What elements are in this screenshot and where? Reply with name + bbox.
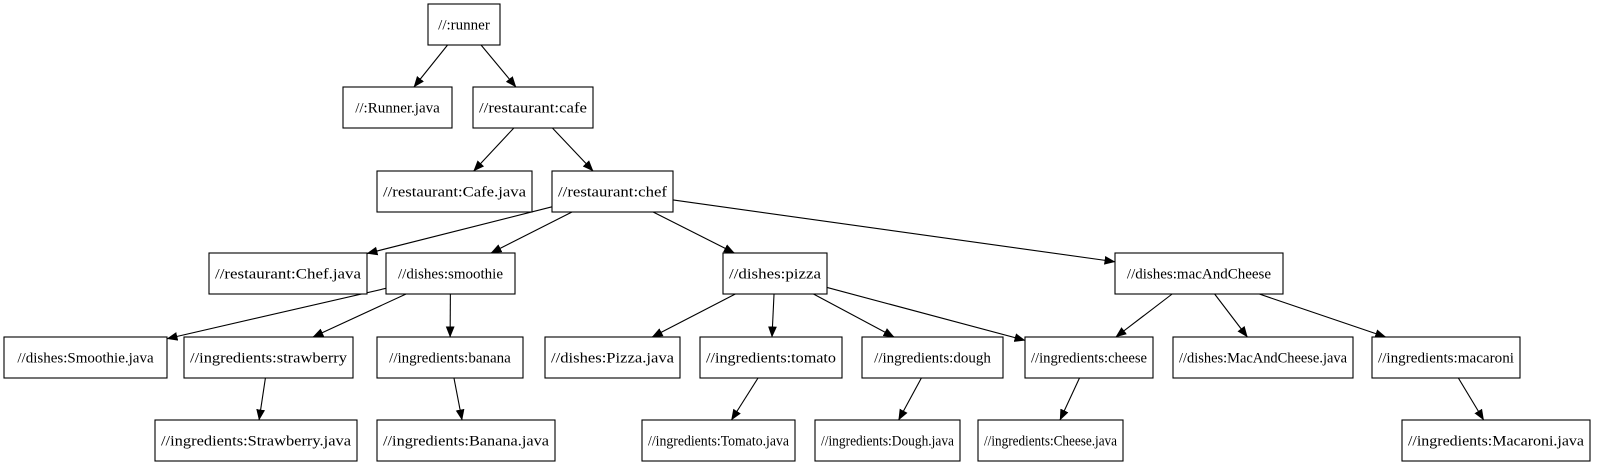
edge-smoothie-to-smoothie-java	[166, 287, 387, 341]
edge-runner-to-cafe	[480, 44, 517, 88]
node-pizza-java: //dishes:Pizza.java	[544, 336, 681, 379]
node-box-banana	[376, 336, 524, 379]
node-mac-and-cheese-java: //dishes:MacAndCheese.java	[1172, 336, 1354, 379]
node-label-strawberry-java: //ingredients:Strawberry.java	[161, 434, 351, 450]
node-box-macaroni	[1371, 336, 1521, 379]
node-chef-java: //restaurant:Chef.java	[208, 252, 368, 295]
node-dough-java: //ingredients:Dough.java	[814, 419, 961, 462]
edge-cheese-to-cheese-java	[1059, 377, 1080, 421]
node-box-cafe-java	[376, 170, 533, 213]
node-smoothie-java: //dishes:Smoothie.java	[3, 336, 168, 379]
node-label-cafe: //restaurant:cafe	[479, 101, 587, 117]
node-box-runner	[427, 3, 501, 46]
node-cafe: //restaurant:cafe	[472, 86, 594, 129]
node-label-tomato-java: //ingredients:Tomato.java	[648, 434, 789, 450]
edge-pizza-to-pizza-java	[651, 293, 736, 338]
node-box-macaroni-java	[1401, 419, 1591, 462]
node-cafe-java: //restaurant:Cafe.java	[376, 170, 533, 213]
node-label-mac-and-cheese-java: //dishes:MacAndCheese.java	[1179, 351, 1347, 367]
edge-chef-to-mac-and-cheese	[672, 199, 1116, 265]
node-pizza: //dishes:pizza	[722, 252, 828, 295]
node-box-runner-java	[342, 86, 453, 129]
edge-banana-to-banana-java	[453, 377, 465, 421]
edge-chef-to-smoothie	[490, 211, 573, 254]
node-box-dough	[861, 336, 1004, 379]
node-macaroni-java: //ingredients:Macaroni.java	[1401, 419, 1591, 462]
edge-chef-to-pizza	[652, 211, 735, 254]
edge-smoothie-to-strawberry	[312, 293, 407, 338]
node-label-macaroni-java: //ingredients:Macaroni.java	[1408, 434, 1584, 450]
node-label-runner: //:runner	[438, 18, 490, 34]
node-box-smoothie-java	[3, 336, 168, 379]
node-label-cafe-java: //restaurant:Cafe.java	[383, 185, 526, 201]
node-label-banana-java: //ingredients:Banana.java	[383, 434, 549, 450]
node-label-dough: //ingredients:dough	[874, 351, 991, 367]
node-banana: //ingredients:banana	[376, 336, 524, 379]
edge-chef-to-chef-java	[366, 206, 553, 256]
node-label-chef-java: //restaurant:Chef.java	[215, 267, 361, 283]
node-dough: //ingredients:dough	[861, 336, 1004, 379]
node-cheese-java: //ingredients:Cheese.java	[977, 419, 1124, 462]
node-chef: //restaurant:chef	[551, 170, 674, 213]
node-label-macaroni: //ingredients:macaroni	[1378, 351, 1514, 367]
node-runner-java: //:Runner.java	[342, 86, 453, 129]
graph-edges	[166, 44, 1485, 421]
node-box-strawberry-java	[154, 419, 358, 462]
node-label-runner-java: //:Runner.java	[355, 101, 440, 117]
node-box-pizza	[722, 252, 828, 295]
node-label-smoothie: //dishes:smoothie	[398, 267, 503, 283]
node-banana-java: //ingredients:Banana.java	[376, 419, 556, 462]
node-label-pizza-java: //dishes:Pizza.java	[551, 351, 674, 367]
node-runner: //:runner	[427, 3, 501, 46]
edge-pizza-to-dough	[813, 293, 895, 338]
node-box-cafe	[472, 86, 594, 129]
edge-strawberry-to-strawberry-java	[256, 377, 266, 421]
node-tomato: //ingredients:tomato	[699, 336, 843, 379]
node-smoothie: //dishes:smoothie	[385, 252, 516, 295]
edge-mac-and-cheese-to-mac-and-cheese-java	[1214, 293, 1248, 338]
edge-pizza-to-tomato	[768, 293, 777, 338]
edge-dough-to-dough-java	[898, 377, 922, 421]
node-macaroni: //ingredients:macaroni	[1371, 336, 1521, 379]
node-strawberry: //ingredients:strawberry	[183, 336, 354, 379]
node-box-dough-java	[814, 419, 961, 462]
node-box-strawberry	[183, 336, 354, 379]
node-label-tomato: //ingredients:tomato	[706, 351, 836, 367]
node-box-pizza-java	[544, 336, 681, 379]
node-box-tomato-java	[641, 419, 796, 462]
node-box-banana-java	[376, 419, 556, 462]
edge-macaroni-to-macaroni-java	[1457, 377, 1485, 421]
edge-mac-and-cheese-to-macaroni	[1259, 293, 1387, 338]
node-box-tomato	[699, 336, 843, 379]
node-box-chef-java	[208, 252, 368, 295]
node-box-mac-and-cheese	[1114, 252, 1284, 295]
edge-tomato-to-tomato-java	[731, 377, 759, 421]
node-box-cheese	[1024, 336, 1154, 379]
node-cheese: //ingredients:cheese	[1024, 336, 1154, 379]
edge-cafe-to-chef	[552, 127, 594, 172]
node-strawberry-java: //ingredients:Strawberry.java	[154, 419, 358, 462]
edge-pizza-to-cheese	[826, 286, 1026, 342]
node-label-mac-and-cheese: //dishes:macAndCheese	[1127, 267, 1271, 283]
node-box-chef	[551, 170, 674, 213]
node-box-cheese-java	[977, 419, 1124, 462]
node-label-pizza: //dishes:pizza	[729, 267, 821, 283]
edge-runner-to-runner-java	[413, 44, 449, 88]
node-box-mac-and-cheese-java	[1172, 336, 1354, 379]
node-label-strawberry: //ingredients:strawberry	[190, 351, 348, 367]
node-mac-and-cheese: //dishes:macAndCheese	[1114, 252, 1284, 295]
edge-mac-and-cheese-to-cheese	[1115, 293, 1173, 338]
node-label-dough-java: //ingredients:Dough.java	[821, 434, 954, 450]
node-tomato-java: //ingredients:Tomato.java	[641, 419, 796, 462]
node-label-chef: //restaurant:chef	[558, 185, 667, 201]
node-label-cheese-java: //ingredients:Cheese.java	[984, 434, 1117, 450]
node-label-smoothie-java: //dishes:Smoothie.java	[17, 351, 154, 367]
node-label-banana: //ingredients:banana	[389, 351, 511, 367]
node-label-cheese: //ingredients:cheese	[1031, 351, 1147, 367]
node-box-smoothie	[385, 252, 516, 295]
graph-nodes: //:runner //:Runner.java //restaurant:cafe…	[3, 3, 1591, 462]
edge-cafe-to-cafe-java	[473, 127, 515, 172]
